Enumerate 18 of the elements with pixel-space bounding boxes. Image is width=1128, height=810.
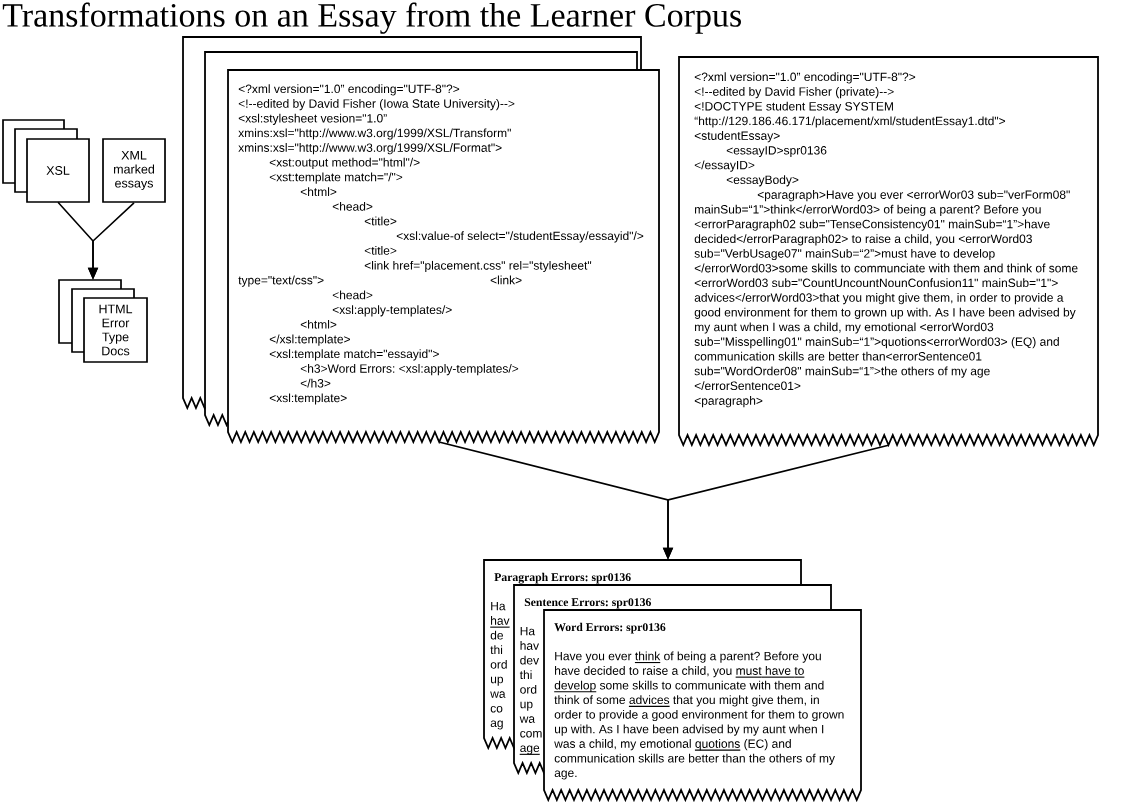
page-heading: Paragraph Errors: spr0136	[494, 572, 631, 584]
code-line: <essayBody>	[726, 175, 799, 187]
code-line: <studentEssay>	[694, 131, 780, 143]
document-stack: HTML Error Type Docs	[58, 279, 148, 363]
code-line: <?xml version="1.0” encoding="UTF-8"?>	[694, 72, 916, 84]
title: Transformations on an Essay from the Learner Corpus	[2, 2, 741, 34]
text-fragments: Ha hav dev thi ord up wa com age	[519, 626, 542, 755]
code-text: <paragraph>Have you ever <errorWor03 sub="verForm08" mainSub=“1”>think</errorWord03> of being a parent? Before you <errorParagraph02 sub="TenseConsistency01" mainSub=“1”>have decided</errorParagraph02> to raise a child, you <errorWord03 sub="VerbUsage07" mainSub=“2”>must have to develop </errorWord03>some skills to communciate with them and think of some <errorWord03 sub="CountUncountNounConfusion11" mainSub="1"> advices</errorWord03>that you might give them, in order to provide a good environment for them to grown up with. As I have been advised by my aunt when I was a child, my emotional <errorWord03 sub="Misspelling01" mainSub=“1”>quotions<errorWord03> (EQ) and communication skills are better than<errorSentence01 sub="WordOrder08" mainSub=“1”>the others of my age </errorSentence01>	[694, 190, 1078, 390]
code-line: <!DOCTYPE student Essay SYSTEM	[694, 101, 893, 113]
document-stack: XSL	[2, 119, 90, 203]
code-line: “http://129.186.46.171/placement/xml/studentEssay1.dtd">	[694, 116, 1006, 128]
code-line: <paragraph>	[694, 396, 763, 408]
code-line: <!--edited by David Fisher (private)-->	[694, 87, 894, 99]
code-line: </essayID>	[694, 160, 755, 172]
text-fragments: Ha hav de thi ord up wa co ag	[489, 601, 511, 730]
page-heading: Sentence Errors: spr0136	[524, 598, 651, 609]
code-line: <essayID>spr0136	[726, 146, 827, 157]
document-box: XML marked essays	[102, 138, 166, 203]
